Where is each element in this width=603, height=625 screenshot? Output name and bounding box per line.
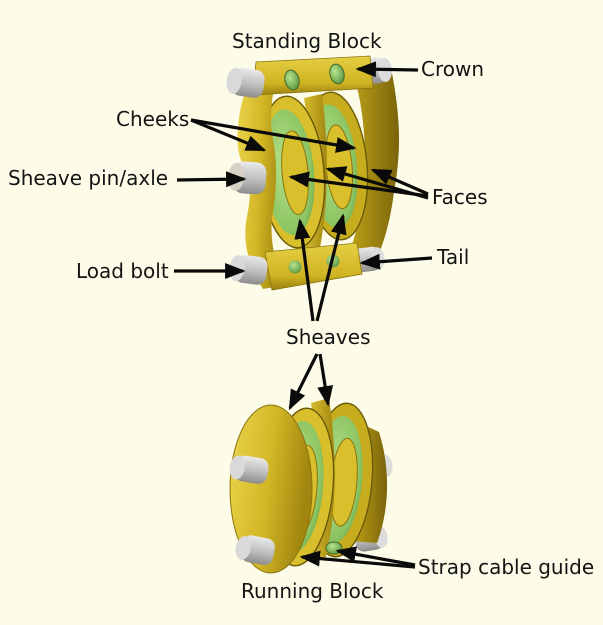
standing-block-figure: [226, 55, 400, 291]
arrow-tail: [359, 253, 433, 270]
running-left-cheek: [229, 404, 313, 574]
arrow-sheave-pin: [176, 171, 247, 188]
strap-cable-guide-label: Strap cable guide: [418, 555, 595, 579]
cheeks-label: Cheeks: [116, 107, 190, 131]
sheaves-label: Sheaves: [286, 325, 371, 349]
arrow-strap-2: [335, 546, 416, 567]
arrow-sheaves-down-1: [288, 353, 319, 411]
load-bolt-label: Load bolt: [76, 259, 169, 283]
standing-crown-bar: [252, 55, 374, 96]
arrow-faces-3: [370, 168, 429, 196]
tail-label: Tail: [437, 245, 470, 269]
arrow-cheeks-1: [190, 118, 267, 152]
running-block-title: Running Block: [241, 579, 384, 603]
arrow-sheaves-down-2: [317, 353, 334, 407]
callout-arrows: [174, 61, 433, 569]
arrow-strap-1: [299, 550, 416, 569]
running-block-figure: [229, 398, 393, 574]
arrow-cheeks-2: [190, 118, 357, 153]
arrow-sheaves-up-1: [294, 218, 315, 322]
arrow-sheaves-up-2: [315, 213, 347, 322]
sheave-pin-axle-label: Sheave pin/axle: [8, 166, 169, 190]
standing-tail-bar: [264, 242, 363, 291]
standing-pin-top-left: [226, 67, 265, 98]
arrow-crown: [355, 61, 419, 78]
standing-block-title: Standing Block: [232, 29, 382, 53]
faces-label: Faces: [432, 185, 488, 209]
crown-label: Crown: [421, 57, 485, 81]
running-pin-top-left: [229, 455, 269, 484]
running-pin-bottom-left: [235, 535, 275, 566]
